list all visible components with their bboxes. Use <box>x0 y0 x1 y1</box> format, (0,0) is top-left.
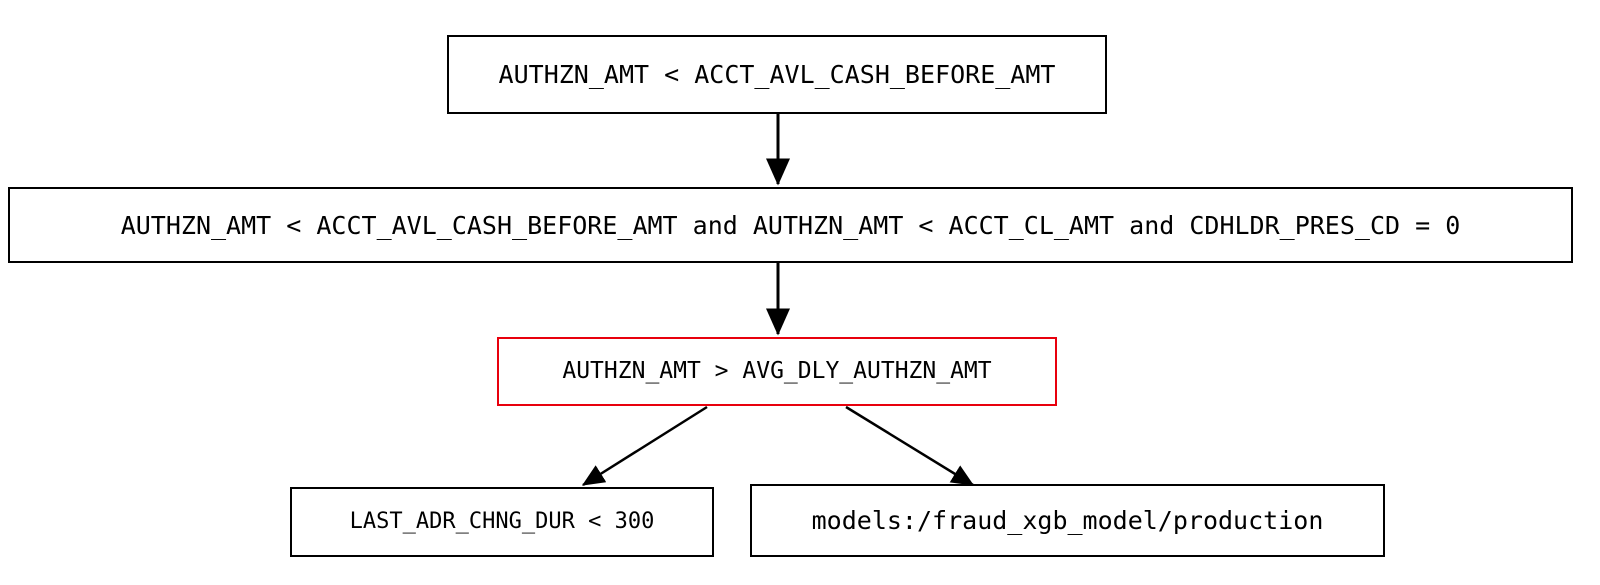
node-leaf-addr-label: LAST_ADR_CHNG_DUR < 300 <box>349 509 655 534</box>
node-root-label: AUTHZN_AMT < ACCT_AVL_CASH_BEFORE_AMT <box>498 60 1056 89</box>
node-leaf-model[interactable]: models:/fraud_xgb_model/production <box>750 484 1385 557</box>
node-condition-compound-label: AUTHZN_AMT < ACCT_AVL_CASH_BEFORE_AMT an… <box>120 210 1461 240</box>
node-condition-avg-label: AUTHZN_AMT > AVG_DLY_AUTHZN_AMT <box>562 358 992 384</box>
node-leaf-model-label: models:/fraud_xgb_model/production <box>811 506 1324 535</box>
node-condition-avg-highlighted[interactable]: AUTHZN_AMT > AVG_DLY_AUTHZN_AMT <box>497 337 1057 406</box>
edge-condition-avg-to-leaf-addr <box>581 405 708 487</box>
node-leaf-addr[interactable]: LAST_ADR_CHNG_DUR < 300 <box>290 487 714 557</box>
node-root[interactable]: AUTHZN_AMT < ACCT_AVL_CASH_BEFORE_AMT <box>447 35 1107 114</box>
edge-condition-avg-to-leaf-model <box>845 405 975 487</box>
node-condition-compound[interactable]: AUTHZN_AMT < ACCT_AVL_CASH_BEFORE_AMT an… <box>8 187 1573 263</box>
